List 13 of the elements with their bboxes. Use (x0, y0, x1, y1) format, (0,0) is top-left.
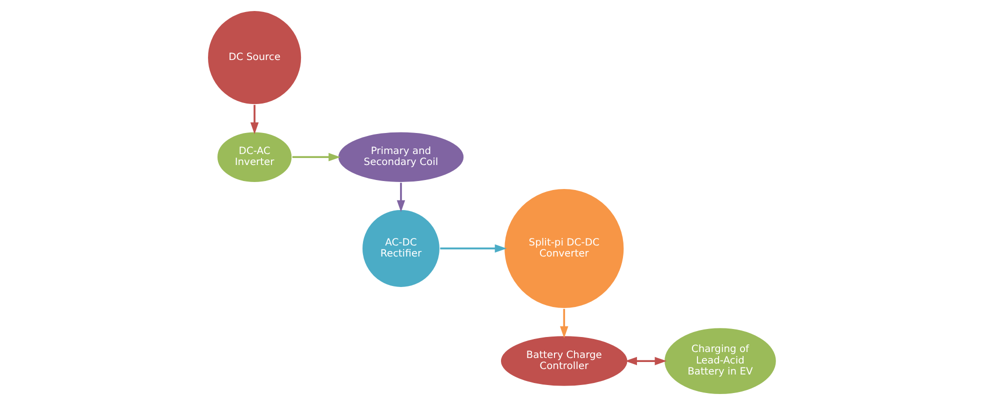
node-ellipse: Battery Charge Controller (500, 334, 629, 388)
arrow (560, 308, 568, 338)
node-ellipse: Charging of Lead-Acid Battery in EV (663, 326, 778, 396)
arrow (625, 356, 667, 366)
node-circle: AC-DC Rectifier (361, 208, 441, 288)
node-circle: DC Source (206, 10, 302, 106)
arrow (250, 104, 259, 134)
arrow (396, 182, 406, 212)
arrow (292, 152, 340, 162)
node-circle: Split-pi DC-DC Converter (503, 188, 625, 310)
node-ellipse: DC-AC Inverter (216, 130, 293, 184)
arrow (440, 244, 507, 253)
node-ellipse: Primary and Secondary Coil (337, 130, 465, 184)
